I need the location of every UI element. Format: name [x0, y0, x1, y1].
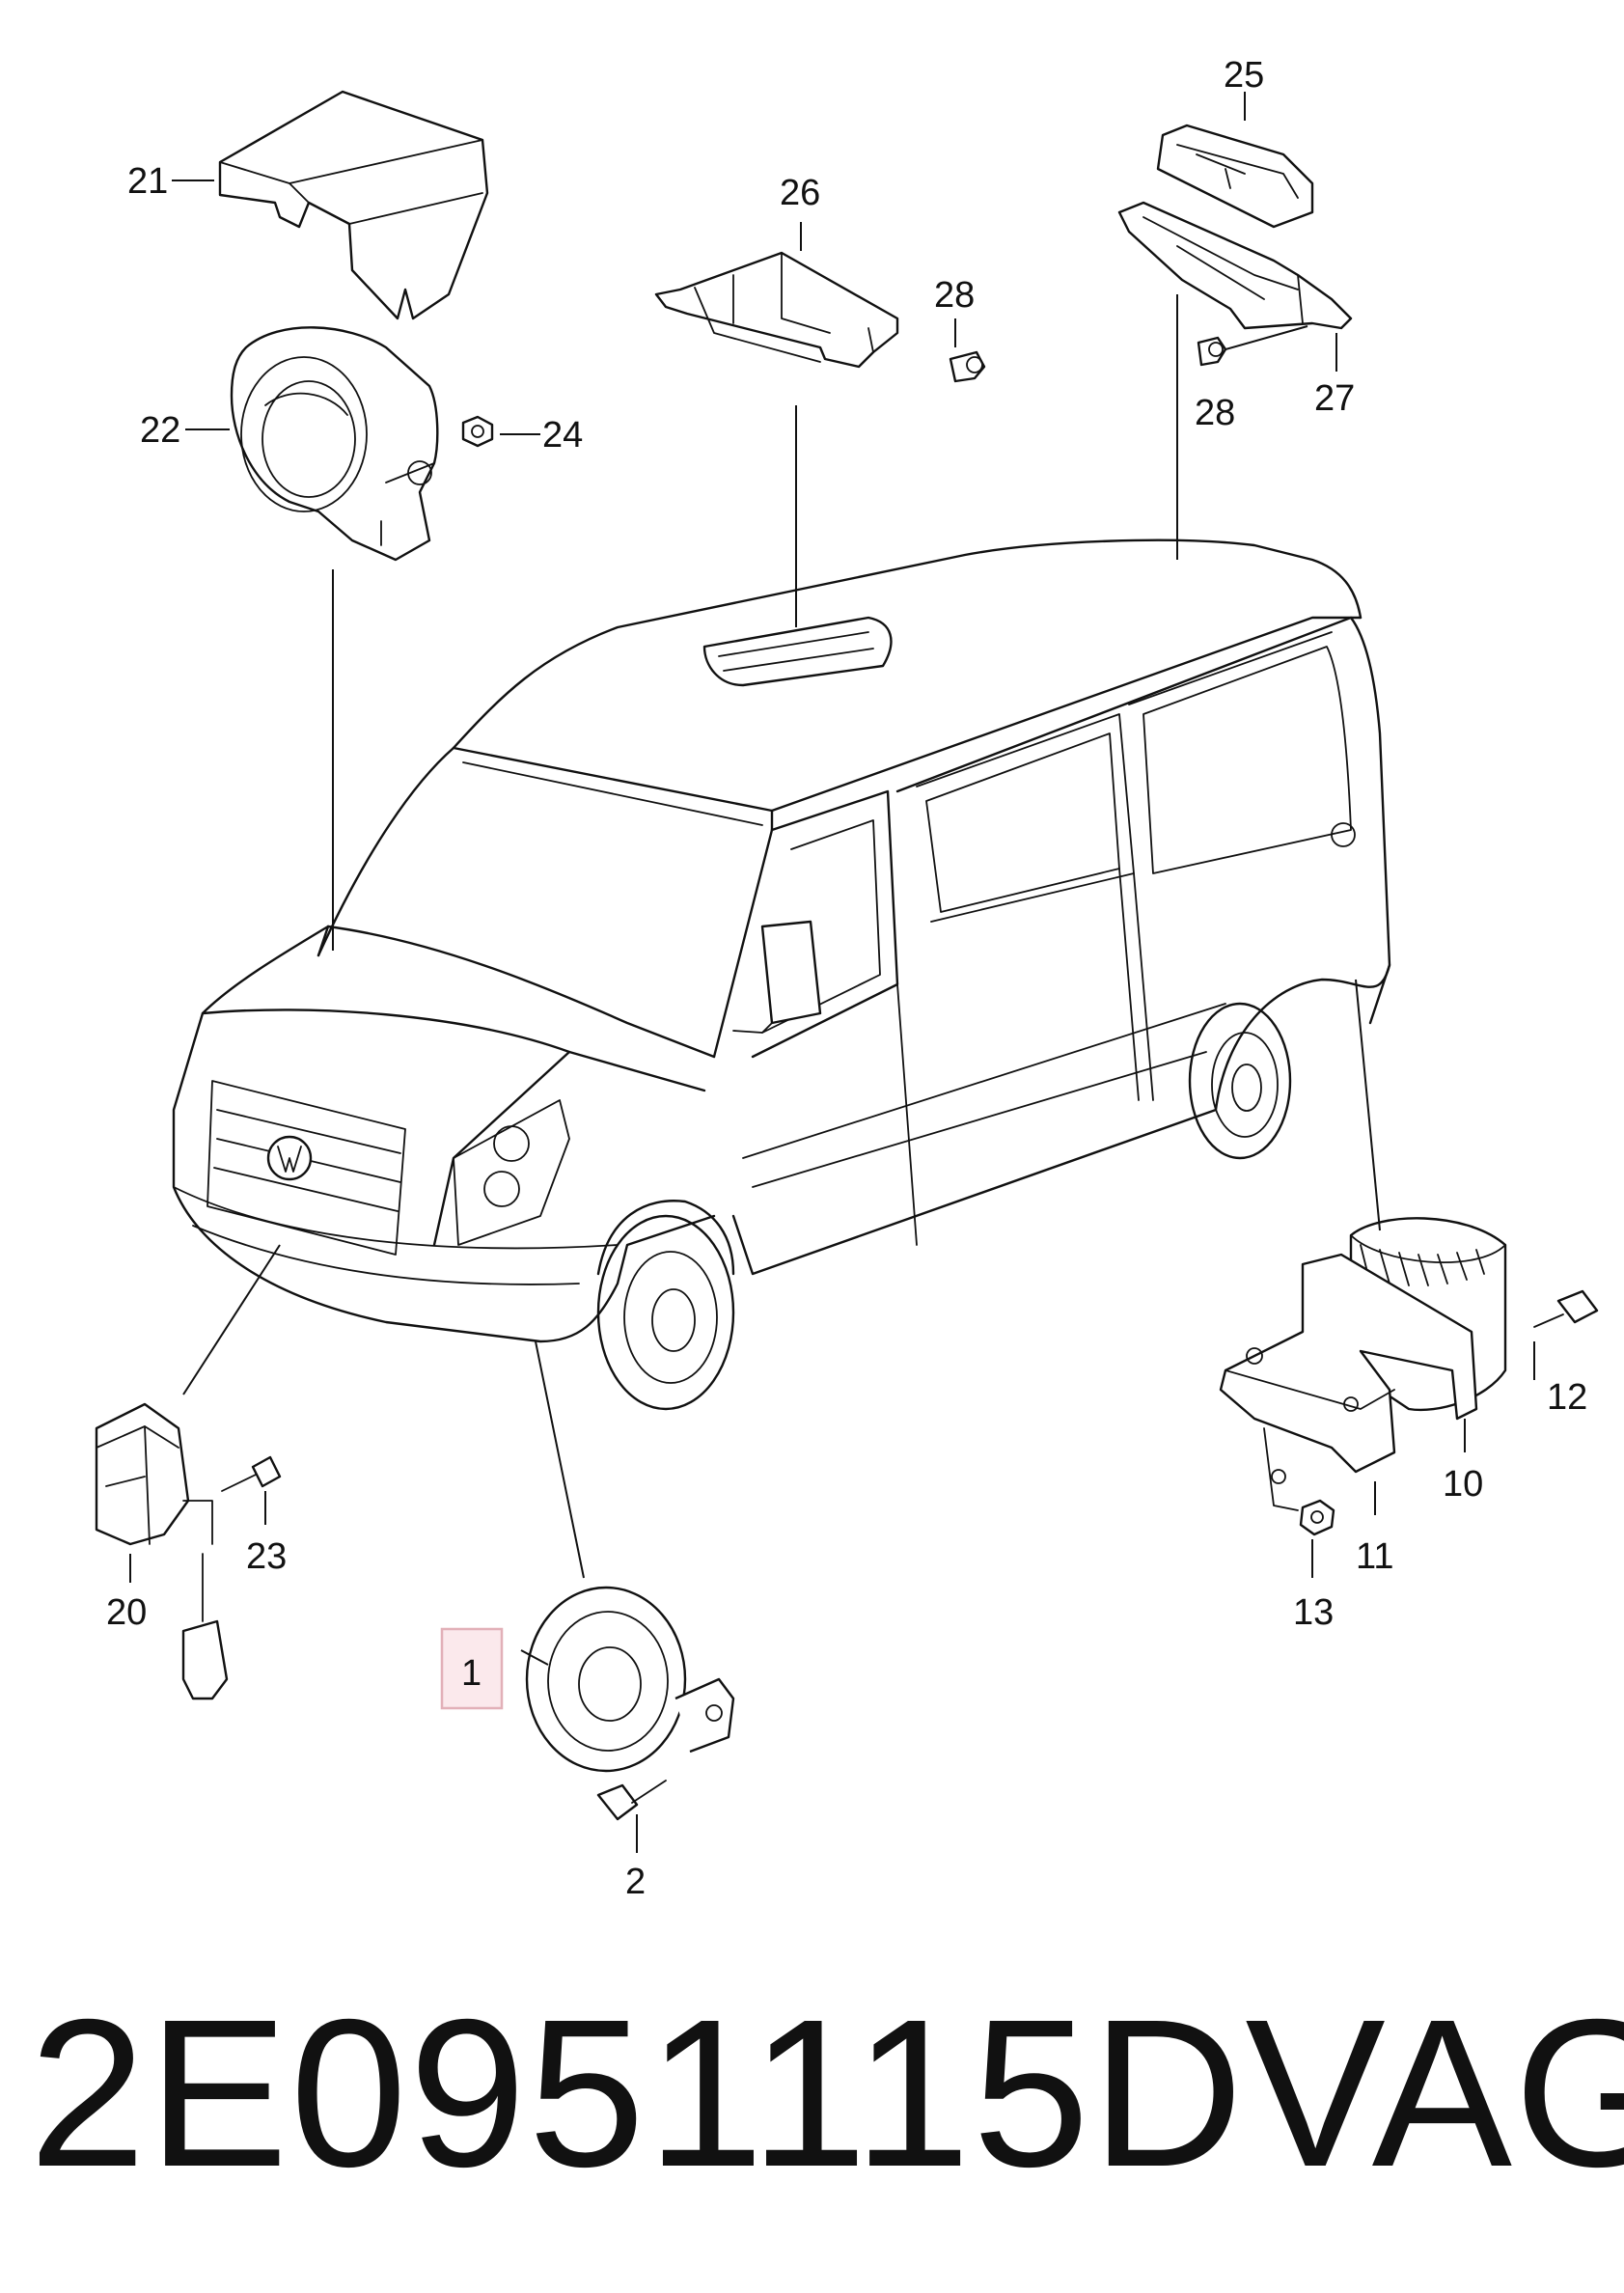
leader-lines — [129, 92, 1535, 1853]
callout-22: 22 — [140, 410, 180, 451]
part-24-nut — [461, 415, 494, 448]
callout-21: 21 — [127, 161, 168, 202]
part-22-alarm-horn — [230, 326, 439, 562]
part-26-tray — [654, 251, 899, 369]
callout-13: 13 — [1293, 1592, 1334, 1633]
callout-2: 2 — [625, 1862, 646, 1902]
callout-1: 1 — [461, 1653, 482, 1694]
van-illustration — [172, 539, 1391, 1411]
callout-23: 23 — [246, 1536, 287, 1577]
part-11-bracket — [1219, 1253, 1478, 1511]
part-number: 2E0951115D — [29, 1976, 1246, 2211]
callout-labels: 21 22 24 25 26 28 28 27 12 10 11 13 23 2… — [106, 55, 1587, 1902]
part-2-bolt — [596, 1780, 667, 1821]
callout-25: 25 — [1224, 55, 1264, 96]
callout-20: 20 — [106, 1592, 147, 1633]
callout-10: 10 — [1443, 1464, 1483, 1505]
part-28-clip-upper — [949, 350, 986, 383]
part-number-caption: 2E0951115D VAG — [29, 1969, 1624, 2220]
callout-28-lower: 28 — [1195, 393, 1235, 433]
callout-12: 12 — [1547, 1377, 1587, 1418]
callout-26: 26 — [780, 173, 820, 213]
part-27-lamp-bracket — [1117, 201, 1353, 330]
part-23-bolt — [221, 1455, 282, 1492]
part-1-horn — [525, 1586, 735, 1773]
callout-28-upper: 28 — [934, 275, 975, 316]
part-21-cover — [218, 90, 489, 320]
callout-1-highlight — [440, 1627, 504, 1710]
part-13-nut — [1299, 1499, 1335, 1536]
part-28-clip-lower — [1197, 336, 1227, 367]
part-25-lamp-housing — [1156, 124, 1314, 229]
callout-27: 27 — [1314, 378, 1355, 419]
callout-24: 24 — [542, 415, 583, 456]
part-12-bolt — [1533, 1289, 1599, 1328]
callout-11: 11 — [1356, 1536, 1393, 1577]
part-20-sensor-unit — [95, 1402, 229, 1700]
brand-name: VAG — [1245, 1976, 1624, 2211]
